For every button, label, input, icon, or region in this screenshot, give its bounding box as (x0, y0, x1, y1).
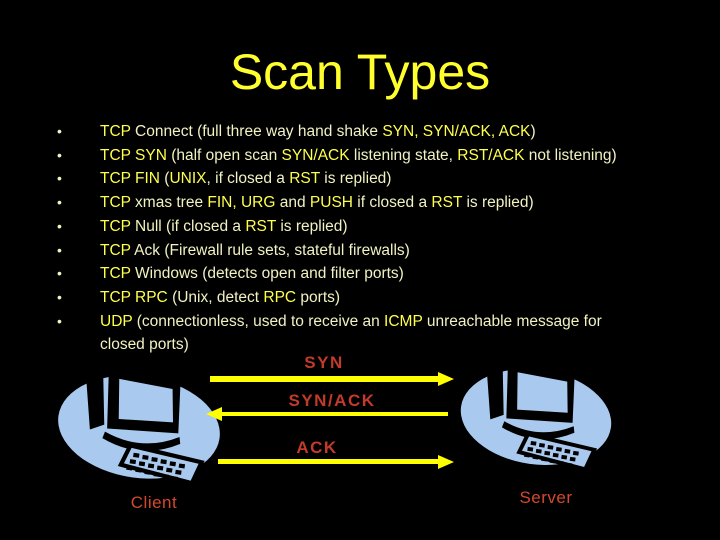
client-label: Client (130, 493, 178, 512)
bullet-text: TCP (100, 194, 131, 212)
bullet-marker: • (57, 123, 62, 139)
bullet-text: SYN, SYN/ACK, ACK (382, 123, 531, 140)
handshake-diagram: SYN SYN/ACK ACK Client Server (0, 345, 720, 540)
bullet-text: if closed a (353, 194, 432, 212)
bullet-text: (half open scan (166, 146, 282, 164)
arrowhead-right-icon (438, 454, 454, 469)
bullet-text: (connectionless, used to receive an (132, 312, 385, 330)
bullet-text: ) (530, 123, 536, 140)
bullet-text: xmas tree (130, 194, 208, 212)
bullet-marker: • (57, 312, 62, 329)
page-title: Scan Types (229, 44, 491, 100)
bullet-text: UDP (100, 312, 133, 330)
bullet-marker: • (57, 194, 62, 211)
synack-label: SYN/ACK (288, 391, 376, 410)
ack-label: ACK (296, 438, 338, 457)
bullet-text: UNIX (169, 170, 207, 188)
bullet-text: TCP FIN (100, 170, 160, 188)
bullet-item: • TCP SYN (half open scan SYN/ACK listeni… (0, 144, 617, 168)
bullet-text: ICMP (384, 312, 423, 330)
bullet-text: unreachable message for (422, 312, 602, 330)
bullet-marker: • (57, 241, 62, 258)
bullet-text: is replied) (319, 170, 392, 188)
bullet-text: RST/ACK (457, 146, 525, 164)
bullet-item: • TCP Null (if closed a RST is replied) (0, 215, 617, 239)
bullet-text: TCP (100, 123, 131, 140)
syn-arrow-icon (210, 372, 454, 386)
bullet-item: • TCP xmas tree FIN, URG and PUSH if clos… (0, 191, 617, 215)
bullet-marker: • (57, 288, 62, 305)
bullet-text: RST (431, 194, 463, 212)
bullet-text: (Unix, detect (167, 288, 264, 306)
bullet-text: Null (if closed a (130, 217, 246, 235)
bullet-text: RST (289, 170, 320, 188)
bullet-text: PUSH (309, 194, 353, 212)
bullet-item: • TCP RPC (Unix, detect RPC ports) (0, 286, 617, 310)
bullet-text: Windows (detects open and filter ports) (130, 265, 404, 283)
arrowhead-right-icon (438, 372, 454, 386)
bullet-text: TCP SYN (100, 146, 167, 164)
bullet-text: ports) (296, 288, 341, 306)
bullet-text: is replied) (276, 217, 348, 235)
bullet-text: , if closed a (206, 170, 290, 188)
arrowhead-left-icon (206, 407, 222, 421)
bullet-marker: • (57, 146, 62, 163)
bullet-marker: • (57, 170, 62, 187)
bullet-text: TCP (100, 241, 131, 259)
bullet-item: • TCP FIN (UNIX, if closed a RST is repli… (0, 167, 617, 191)
bullet-text: Connect (full three way hand shake (130, 123, 383, 140)
bullet-list: •TCP Connect (full three way hand shake … (0, 120, 617, 357)
server-computer-icon (453, 353, 619, 477)
server-label: Server (519, 488, 573, 507)
bullet-text: SYN/ACK (281, 146, 350, 164)
bullet-text: listening state, (349, 146, 458, 164)
client-computer-icon (50, 355, 228, 499)
bullet-item: • TCP Windows (detects open and filter po… (0, 262, 617, 286)
bullet-item: • TCP Ack (Firewall rule sets, stateful f… (0, 239, 617, 263)
bullet-text: Ack (Firewall rule sets, stateful firewa… (130, 241, 410, 259)
bullet-text: closed ports) (100, 336, 189, 354)
bullet-marker: • (57, 265, 62, 282)
bullet-item: •TCP Connect (full three way hand shake … (0, 120, 617, 144)
ack-arrow-icon (218, 454, 454, 469)
synack-arrow-icon (206, 407, 448, 421)
bullet-text: not listening) (524, 146, 617, 164)
bullet-text: and (275, 194, 310, 212)
bullet-text: TCP RPC (100, 288, 168, 306)
bullet-text: RPC (263, 288, 297, 306)
bullet-text: TCP (100, 217, 131, 235)
bullet-text: TCP (100, 265, 131, 283)
bullet-text: FIN, URG (207, 194, 276, 212)
bullet-text: is replied) (462, 194, 534, 212)
bullet-marker: • (57, 217, 62, 234)
bullet-text: RST (245, 217, 277, 235)
bullet-text: ( (160, 170, 170, 188)
bullet-item: • UDP (connectionless, used to receive an… (0, 310, 617, 357)
syn-label: SYN (304, 353, 344, 372)
